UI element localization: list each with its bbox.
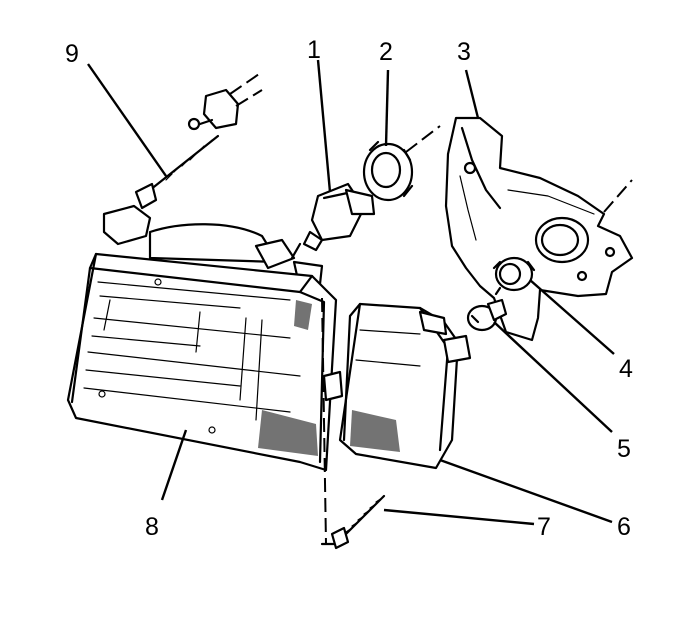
headlamp-bulb bbox=[290, 182, 376, 260]
headlamp-assembly bbox=[66, 204, 344, 472]
socket bbox=[492, 256, 536, 296]
callout-6: 6 bbox=[617, 513, 631, 541]
parking-lamp bbox=[338, 302, 472, 470]
adjuster-screw bbox=[134, 88, 240, 210]
screw bbox=[330, 494, 386, 550]
callout-7: 7 bbox=[537, 513, 551, 541]
callout-8: 8 bbox=[145, 513, 159, 541]
leader-lines bbox=[87, 59, 615, 526]
retaining-ring bbox=[362, 140, 414, 202]
alignment-line bbox=[321, 297, 327, 545]
callout-5: 5 bbox=[617, 435, 631, 463]
mounting-bracket bbox=[444, 116, 634, 342]
callout-2: 2 bbox=[379, 38, 393, 66]
callout-3: 3 bbox=[457, 38, 471, 66]
callout-4: 4 bbox=[619, 355, 633, 383]
parking-bulb bbox=[466, 298, 508, 332]
callout-9: 9 bbox=[65, 40, 79, 68]
callout-1: 1 bbox=[307, 36, 321, 64]
